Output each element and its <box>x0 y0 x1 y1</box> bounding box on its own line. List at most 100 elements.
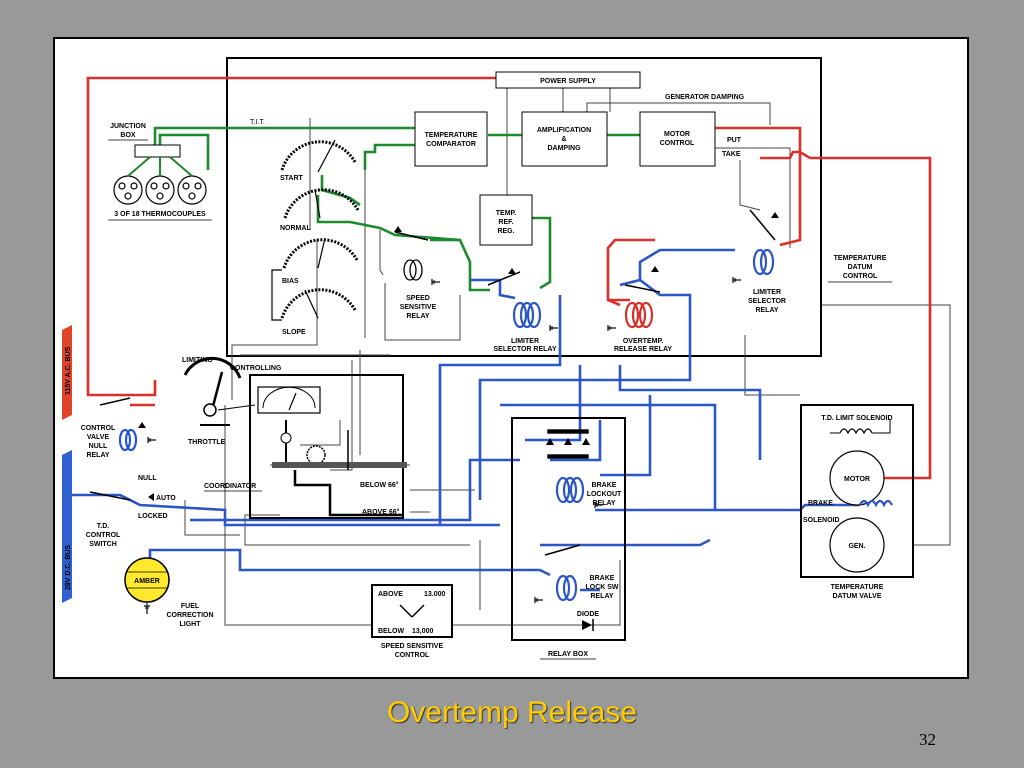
svg-text:NULL: NULL <box>89 443 108 450</box>
svg-text:SPEED SENSITIVE: SPEED SENSITIVE <box>381 643 444 650</box>
limiter-selector-relay-right: LIMITER SELECTOR RELAY <box>732 248 786 314</box>
svg-text:BRAKE: BRAKE <box>590 575 615 582</box>
temperature-datum-valve: T.D. LIMIT SOLENOID MOTOR BRAKE SOLENOID… <box>800 404 914 600</box>
relay-box: BRAKE LOCKOUT RELAY BRAKE LOCK SW RELAY … <box>511 417 626 660</box>
svg-text:T.D.: T.D. <box>97 523 110 530</box>
svg-text:LIMITER: LIMITER <box>753 289 781 296</box>
relay-contacts <box>394 209 776 556</box>
svg-text:RELEASE RELAY: RELEASE RELAY <box>614 346 672 353</box>
svg-text:TEMPERATURE: TEMPERATURE <box>831 584 884 591</box>
red-wiring <box>86 76 932 480</box>
svg-text:AMPLIFICATION: AMPLIFICATION <box>537 127 591 134</box>
svg-text:LOCK SW: LOCK SW <box>585 584 618 591</box>
normal-label: NORMAL <box>280 225 311 232</box>
td-control-label: TEMPERATURE DATUM CONTROL <box>828 255 892 283</box>
svg-text:POWER SUPPLY: POWER SUPPLY <box>540 78 596 85</box>
svg-text:DATUM VALVE: DATUM VALVE <box>833 593 882 600</box>
temperature-comparator: TEMPERATURE COMPARATOR <box>414 111 488 167</box>
speed-sensitive-relay: SPEED SENSITIVE RELAY <box>400 259 441 320</box>
svg-text:VALVE: VALVE <box>87 434 110 441</box>
svg-text:TEMP.: TEMP. <box>496 210 517 217</box>
svg-text:CONTROL: CONTROL <box>86 532 121 539</box>
svg-text:MOTOR: MOTOR <box>664 131 690 138</box>
start-label: START <box>280 175 304 182</box>
svg-text:BRAKE: BRAKE <box>808 500 833 507</box>
thermocouples <box>113 175 207 205</box>
control-valve-null-relay: CONTROL VALVE NULL RELAY <box>81 397 157 459</box>
svg-text:SELECTOR RELAY: SELECTOR RELAY <box>493 346 556 353</box>
svg-text:RELAY: RELAY <box>406 313 429 320</box>
limiter-selector-relay-left: LIMITER SELECTOR RELAY <box>493 301 559 353</box>
throttle-label: THROTTLE <box>188 439 226 446</box>
svg-text:AMBER: AMBER <box>134 578 160 585</box>
svg-text:REG.: REG. <box>497 228 514 235</box>
junction-box: JUNCTION BOX <box>108 123 181 158</box>
svg-text:DIODE: DIODE <box>577 611 600 618</box>
svg-text:CORRECTION: CORRECTION <box>166 612 213 619</box>
svg-text:DAMPING: DAMPING <box>547 145 581 152</box>
svg-text:13.000: 13.000 <box>424 591 446 598</box>
svg-text:BRAKE: BRAKE <box>592 482 617 489</box>
svg-text:REF.: REF. <box>498 219 513 226</box>
potentiometer-dials <box>271 139 360 321</box>
svg-text:SPEED: SPEED <box>406 295 430 302</box>
coordinator-label: COORDINATOR <box>204 483 256 490</box>
black-wiring <box>184 88 951 626</box>
tit-label: T.I.T. <box>250 119 265 126</box>
coordinator <box>249 374 407 519</box>
locked-label: LOCKED <box>138 513 168 520</box>
svg-text:MOTOR: MOTOR <box>844 476 870 483</box>
auto-label: AUTO <box>156 495 176 502</box>
temp-ref-reg: TEMP. REF. REG. <box>479 194 533 246</box>
svg-text:FUEL: FUEL <box>181 603 200 610</box>
svg-text:ABOVE: ABOVE <box>378 591 403 598</box>
page-number: 32 <box>919 730 936 749</box>
svg-text:RELAY: RELAY <box>755 307 778 314</box>
svg-text:115V A.C. BUS: 115V A.C. BUS <box>65 346 72 395</box>
power-supply: POWER SUPPLY <box>495 71 641 89</box>
svg-text:LIMITER: LIMITER <box>511 338 539 345</box>
amplification-damping: AMPLIFICATION & DAMPING <box>521 111 608 167</box>
speed-sensitive-control: ABOVE 13.000 BELOW 13,000 SPEED SENSITIV… <box>371 584 453 659</box>
bias-label: BIAS <box>282 278 299 285</box>
svg-text:LIGHT: LIGHT <box>180 621 202 628</box>
svg-text:LOCKOUT: LOCKOUT <box>587 491 622 498</box>
svg-text:SWITCH: SWITCH <box>89 541 117 548</box>
null-label: NULL <box>138 475 157 482</box>
svg-text:RELAY: RELAY <box>86 452 109 459</box>
take-label: TAKE <box>722 151 741 158</box>
svg-text:SENSITIVE: SENSITIVE <box>400 304 437 311</box>
svg-text:SOLENOID: SOLENOID <box>803 517 840 524</box>
svg-text:CONTROL: CONTROL <box>660 140 695 147</box>
limiting-label: LIMITING <box>182 357 213 364</box>
slide-title: Overtemp Release <box>386 696 638 729</box>
svg-text:CONTROL: CONTROL <box>843 273 878 280</box>
above-66-label: ABOVE 66° <box>362 508 400 516</box>
svg-text:SELECTOR: SELECTOR <box>748 298 786 305</box>
svg-text:28V D.C. BUS: 28V D.C. BUS <box>65 545 72 590</box>
fuel-correction-light-label: FUEL CORRECTION LIGHT <box>166 603 213 628</box>
svg-text:GEN.: GEN. <box>848 543 865 550</box>
thermocouples-label: 3 OF 18 THERMOCOUPLES <box>114 211 206 218</box>
svg-text:COMPARATOR: COMPARATOR <box>426 141 476 148</box>
controlling-label: CONTROLLING <box>230 365 282 372</box>
dc-bus: 28V D.C. BUS <box>62 450 72 603</box>
svg-text:OVERTEMP.: OVERTEMP. <box>623 338 663 345</box>
slope-label: SLOPE <box>282 329 306 336</box>
junction-box-label: JUNCTION <box>110 123 146 130</box>
generator-damping-label: GENERATOR DAMPING <box>665 94 745 101</box>
put-label: PUT <box>727 137 742 144</box>
td-control-switch: NULL AUTO LOCKED T.D. CONTROL SWITCH <box>86 475 177 548</box>
svg-text:&: & <box>561 136 566 143</box>
svg-text:BOX: BOX <box>120 132 136 139</box>
svg-text:BELOW: BELOW <box>378 628 404 635</box>
ac-bus: 115V A.C. BUS <box>62 325 72 420</box>
below-66-label: BELOW 66° <box>360 481 399 489</box>
svg-text:RELAY: RELAY <box>592 500 615 507</box>
temperature-datum-control-box <box>226 57 822 357</box>
svg-text:CONTROL: CONTROL <box>81 425 116 432</box>
motor-control: MOTOR CONTROL <box>639 111 716 167</box>
svg-text:T.D. LIMIT SOLENOID: T.D. LIMIT SOLENOID <box>821 415 892 422</box>
svg-text:CONTROL: CONTROL <box>395 652 430 659</box>
